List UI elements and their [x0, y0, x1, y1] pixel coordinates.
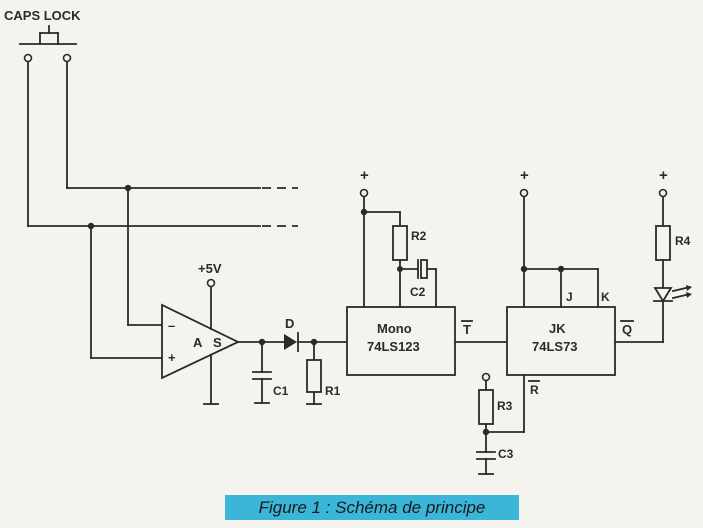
r3-c3-network: R3 C3	[476, 372, 525, 475]
jk-q-label: Q	[622, 322, 632, 337]
jk-supply: +	[520, 167, 529, 184]
opamp-name: A	[193, 335, 203, 350]
switch-wiring	[27, 61, 298, 359]
c1-label: C1	[273, 384, 289, 398]
r3-label: R3	[497, 399, 513, 413]
detector-stage: C1 D R1	[237, 316, 348, 405]
mono-74ls123: Mono 74LS123 + R2 C2 T	[346, 167, 508, 376]
opamp-minus: –	[168, 318, 175, 333]
mono-line1: Mono	[377, 321, 412, 336]
led-symbol	[653, 287, 673, 303]
c3-label: C3	[498, 447, 514, 461]
caps-lock-switch: CAPS LOCK	[4, 8, 81, 63]
diode-symbol	[284, 334, 297, 350]
diode-label: D	[285, 316, 294, 331]
mono-line2: 74LS123	[367, 339, 420, 354]
jk-74ls73: JK 74LS73 + J K Q R	[506, 167, 664, 433]
r4-label: R4	[675, 234, 691, 248]
r2-label: R2	[411, 229, 427, 243]
opamp-plus: +	[168, 350, 176, 365]
mono-supply: +	[360, 167, 369, 184]
led-supply: +	[659, 167, 668, 184]
r1-label: R1	[325, 384, 341, 398]
jk-j-label: J	[566, 290, 573, 304]
figure-caption-text: Figure 1 : Schéma de principe	[258, 497, 486, 517]
jk-line2: 74LS73	[532, 339, 578, 354]
figure-caption: Figure 1 : Schéma de principe	[225, 495, 519, 520]
opamp-supply-label: +5V	[198, 261, 222, 276]
jk-line1: JK	[549, 321, 566, 336]
caps-lock-label: CAPS LOCK	[4, 8, 81, 23]
c2-label: C2	[410, 285, 426, 299]
led-output: + R4	[653, 167, 692, 343]
jk-r-label: R	[530, 383, 539, 397]
opamp-out-label: S	[213, 335, 222, 350]
jk-k-label: K	[601, 290, 610, 304]
opamp-a: – + A S +5V	[161, 261, 241, 405]
mono-out-label: T	[463, 322, 471, 337]
